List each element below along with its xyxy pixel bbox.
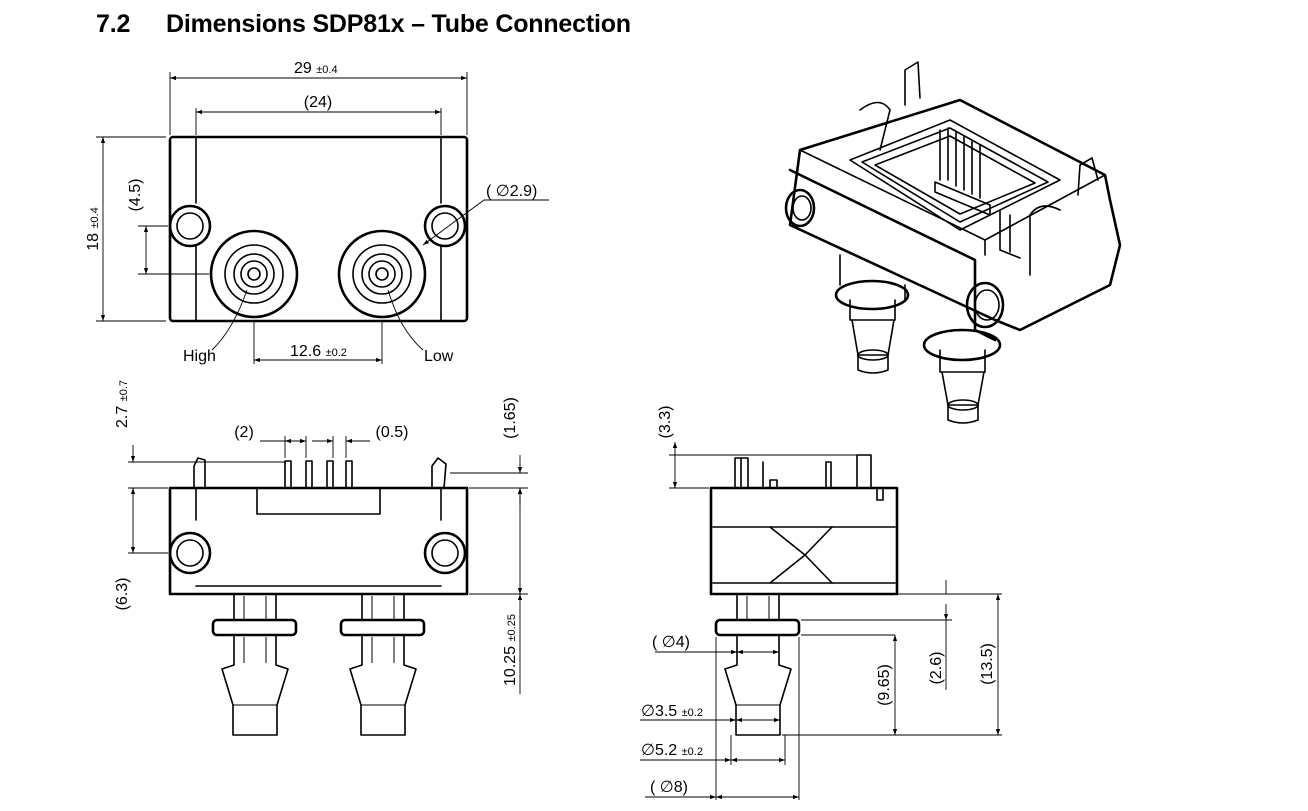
- connector-pins: [284, 460, 353, 489]
- side-clip-right: [856, 454, 872, 489]
- port-low: [337, 229, 427, 319]
- dim-pin-pitch-value: (2): [234, 424, 254, 441]
- section-title: Dimensions SDP81x – Tube Connection: [166, 10, 631, 38]
- dim-total-length-value: (13.5): [979, 643, 996, 685]
- section-heading: 7.2 Dimensions SDP81x – Tube Connection: [96, 10, 631, 39]
- leader-high: [211, 289, 248, 351]
- section-number: 7.2: [96, 10, 131, 38]
- clip-left: [193, 457, 206, 489]
- dim-tube-length-value: (9.65): [876, 664, 893, 706]
- front-view-body-outline: [168, 486, 469, 596]
- dim-hole-offset-value: (4.5): [127, 179, 144, 212]
- dim-barb-diameter-value: ∅3.5 ±0.2: [641, 703, 703, 720]
- dim-flange-height-value: (2.6): [928, 652, 945, 685]
- tube-low: [339, 593, 426, 736]
- port-low-label: Low: [424, 348, 454, 365]
- dim-tube-diameter-value: ( ∅4): [652, 634, 690, 651]
- iso-tube-left: [834, 254, 910, 374]
- connector-housing: [256, 487, 381, 515]
- dim-pin-above-body-value: (1.65): [502, 397, 519, 439]
- dim-inner-width-value: (24): [304, 94, 332, 111]
- leader-hole-diameter: [422, 199, 549, 246]
- front-hole-right: [423, 531, 467, 575]
- leader-low: [387, 289, 424, 351]
- side-view: (3.3) ( ∅4) ∅3.5 ±0.2 ∅5.2 ±0.2 ( ∅8) (2…: [640, 406, 1002, 800]
- dim-hole-diameter-value: ( ∅2.9): [486, 183, 537, 200]
- tube-high: [211, 593, 298, 736]
- dim-pin-height-value: 2.7 ±0.7: [114, 380, 131, 428]
- mounting-hole-right: [423, 204, 467, 248]
- dim-tip-diameter-value: ∅5.2 ±0.2: [641, 742, 703, 759]
- clip-right: [431, 457, 447, 489]
- dim-tube-height-value: 10.25 ±0.25: [502, 614, 519, 686]
- side-tube: [714, 593, 801, 736]
- mounting-hole-left: [168, 204, 212, 248]
- dim-width-value: 29 ±0.4: [294, 60, 338, 77]
- front-view: 2.7 ±0.7 (2) (0.5) (1.65) (6.3) 10.25 ±0…: [114, 380, 528, 736]
- dim-port-spacing-value: 12.6 ±0.2: [290, 343, 347, 360]
- iso-tube-right: [922, 328, 1002, 424]
- side-view-body-outline: [709, 486, 899, 596]
- port-high: [209, 229, 299, 319]
- dim-pin-width-value: (0.5): [376, 424, 409, 441]
- dim-hole-height-value: (6.3): [114, 578, 131, 611]
- isometric-view: [784, 61, 1122, 424]
- dim-side-pin-above-value: (3.3): [657, 406, 674, 439]
- front-hole-left: [168, 531, 212, 575]
- port-high-label: High: [183, 348, 216, 365]
- dim-height-value: 18 ±0.4: [85, 207, 102, 251]
- dim-flange-diameter-value: ( ∅8): [650, 779, 688, 796]
- top-view: 29 ±0.4 (24) 18 ±0.4 (4.5) ( ∅2.9) 12.6 …: [85, 60, 549, 365]
